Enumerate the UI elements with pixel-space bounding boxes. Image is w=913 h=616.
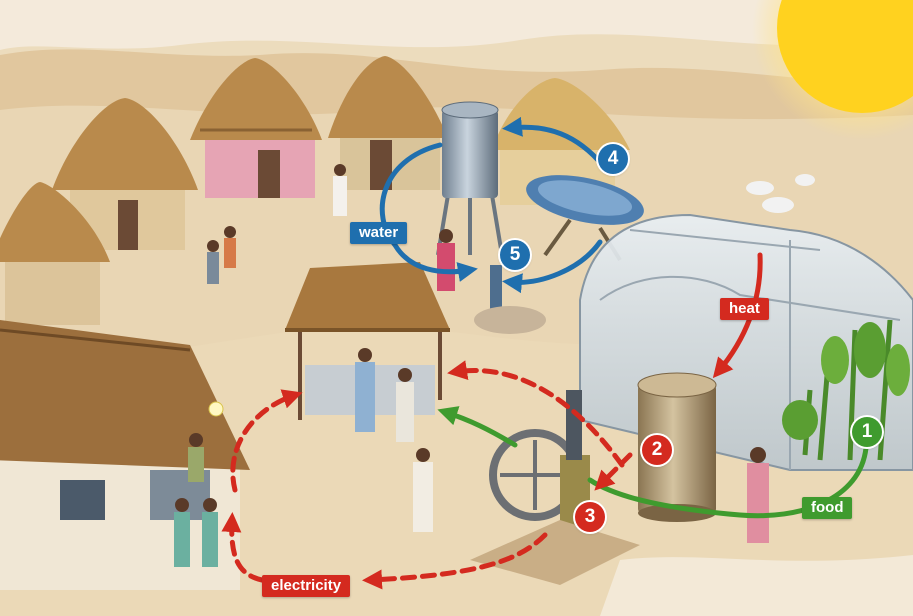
food-flow-arrows (437, 406, 869, 519)
step-1-badge: 1 (852, 417, 882, 447)
villagers (174, 164, 769, 567)
food-label: food (802, 497, 853, 519)
sun-icon (752, 0, 913, 140)
electricity-flow-arrows (221, 360, 633, 590)
step-2-badge: 2 (642, 435, 672, 465)
round-hut (0, 182, 110, 325)
water-label: water (350, 222, 408, 244)
generator-engine (470, 390, 640, 585)
electricity-label: electricity (262, 575, 351, 597)
heat-label: heat (720, 298, 769, 320)
round-hut (190, 58, 322, 198)
step-5-badge: 5 (500, 240, 530, 270)
round-hut (52, 98, 198, 250)
lightbulb-icon (208, 401, 224, 417)
crops (782, 319, 910, 461)
water-pump (474, 265, 546, 334)
goats (746, 174, 815, 213)
step-3-badge: 3 (575, 502, 605, 532)
step-4-badge: 4 (598, 144, 628, 174)
